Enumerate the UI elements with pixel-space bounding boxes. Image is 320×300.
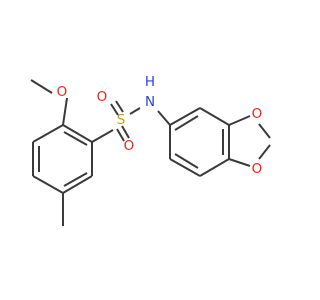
atom-labels: O O S O N H O O <box>57 74 263 177</box>
bond-dioxole-c <box>258 144 271 160</box>
bond-o-ring <box>62 97 68 126</box>
atom-n: N <box>145 94 155 110</box>
bond-ring1-d-double <box>63 172 88 187</box>
bonds <box>30 79 271 226</box>
bond-ring1-f <box>62 124 93 143</box>
bond-methyl-o <box>30 79 53 94</box>
bond-ring-s <box>91 129 114 143</box>
bond-ring2-a <box>169 107 201 126</box>
bond-ring1-f-double <box>63 131 88 146</box>
bond-dioxole-b <box>258 123 271 139</box>
bond-n-ring <box>157 110 171 126</box>
atom-o-sulfonyl-bottom: O <box>124 138 135 154</box>
atom-h: H <box>145 74 155 90</box>
bond-s-o-top-2 <box>115 100 124 113</box>
bond-ring1-a <box>32 124 64 143</box>
bond-ring1-c <box>32 175 64 194</box>
canvas-background <box>0 0 300 300</box>
atom-o-dioxole-top: O <box>252 106 263 122</box>
bond-ring2-e-double <box>174 153 199 169</box>
molecule-structure: O O S O N H O O <box>0 0 300 300</box>
atom-o-dioxole-bottom: O <box>252 161 263 177</box>
bond-ring2-d <box>199 158 230 177</box>
bond-ring2-e <box>169 158 201 177</box>
bond-s-o-bottom-2 <box>121 125 130 139</box>
bond-ring2-a-double <box>174 115 199 131</box>
bond-s-n <box>129 107 141 115</box>
atom-o-sulfonyl-top: O <box>97 89 108 105</box>
bond-ring1-d <box>62 175 93 194</box>
bond-ring2-b <box>199 107 230 126</box>
bond-s-o-bottom-1 <box>116 128 125 142</box>
bond-s-o-top-1 <box>110 103 119 116</box>
bond-dioxole-a <box>228 115 251 126</box>
bond-dioxole-d <box>228 158 251 167</box>
atom-o-methoxy: O <box>57 84 68 100</box>
atom-s: S <box>117 112 126 128</box>
